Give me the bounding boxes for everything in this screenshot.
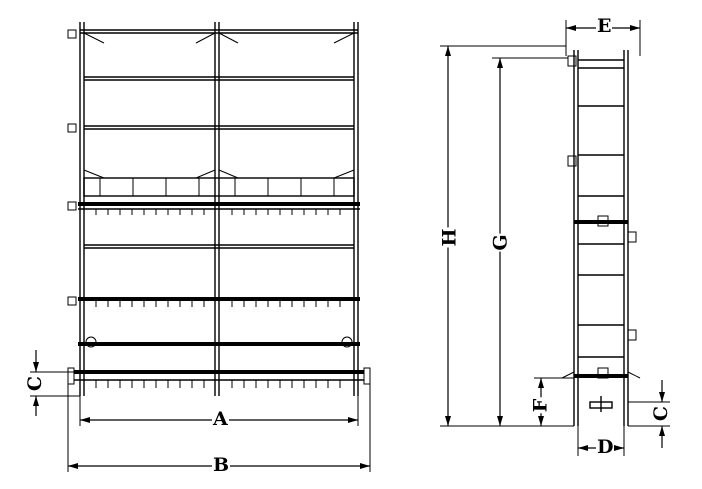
dimension-label-b: B [212, 454, 231, 476]
dimension-label-c-front: C [24, 374, 47, 393]
side-view [440, 20, 670, 456]
dimension-label-e: E [596, 15, 613, 37]
dimension-label-f: F [529, 397, 552, 414]
dimension-label-a: A [212, 408, 229, 430]
dimension-label-c-side: C [650, 404, 673, 423]
dimension-label-h: H [438, 227, 461, 248]
dimension-label-g: G [489, 233, 512, 252]
front-view [30, 22, 371, 472]
dimension-label-d: D [596, 436, 615, 458]
